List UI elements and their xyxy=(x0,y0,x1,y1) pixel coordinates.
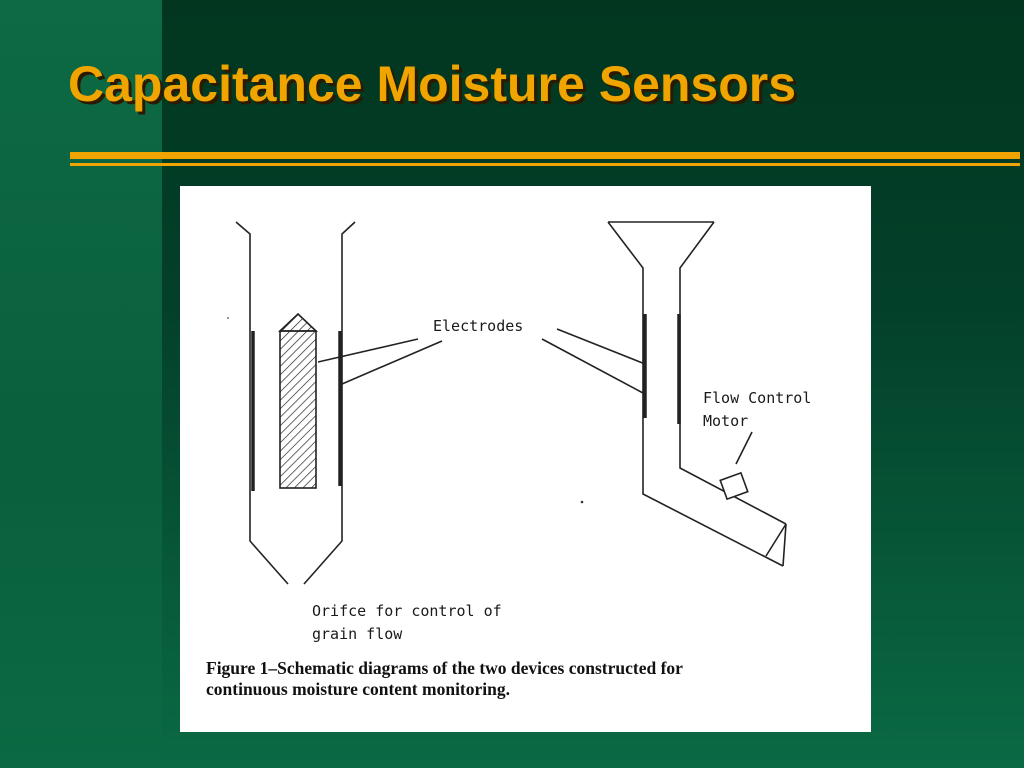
left-tube-right-wall xyxy=(303,221,356,585)
caption-line-1: Figure 1–Schematic diagrams of the two d… xyxy=(206,658,683,678)
left-device xyxy=(235,221,443,585)
electrode-pointer-3 xyxy=(556,328,646,365)
label-orifice-2: grain flow xyxy=(312,625,403,643)
figure-caption: Figure 1–Schematic diagrams of the two d… xyxy=(206,658,856,700)
right-device xyxy=(541,221,787,567)
label-flow-control-1: Flow Control xyxy=(703,389,811,407)
tube-outlet xyxy=(765,523,787,557)
central-electrode xyxy=(279,330,317,489)
label-orifice-1: Orifce for control of xyxy=(312,602,502,620)
title-rule-thin xyxy=(70,163,1020,166)
slide-title: Capacitance Moisture Sensors xyxy=(68,56,797,112)
central-electrode-tip xyxy=(277,312,319,332)
flow-control-motor xyxy=(719,471,749,501)
label-flow-control-2: Motor xyxy=(703,412,748,430)
hopper-left xyxy=(607,221,784,567)
speck-1 xyxy=(580,500,584,504)
label-electrodes: Electrodes xyxy=(433,317,523,335)
electrode-pointer-2 xyxy=(341,340,443,385)
left-band xyxy=(0,0,162,768)
electrode-pointer-1 xyxy=(317,338,419,363)
left-tube-left-wall xyxy=(235,221,289,585)
electrode-pointer-4 xyxy=(541,338,644,394)
speck-2 xyxy=(227,317,229,319)
motor-pointer xyxy=(735,431,753,465)
schematic-figure: Electrodes Flow Control Motor Orifce for… xyxy=(180,186,871,732)
caption-line-2: continuous moisture content monitoring. xyxy=(206,679,510,699)
schematic-diagram: Electrodes Flow Control Motor Orifce for… xyxy=(227,221,811,643)
tube-end xyxy=(782,523,787,567)
title-rule-thick xyxy=(70,152,1020,159)
